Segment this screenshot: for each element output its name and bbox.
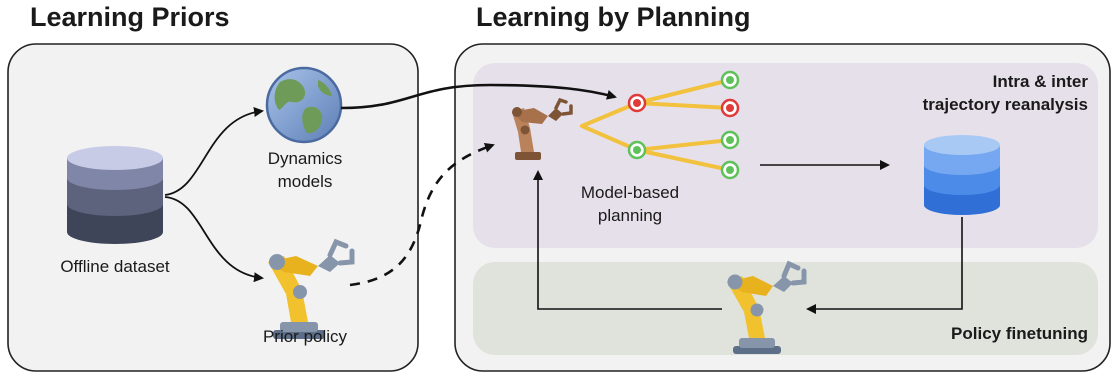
database-icon <box>67 146 163 244</box>
tree-node-green <box>720 70 740 90</box>
dynamics-to-planning-arrow <box>340 83 617 110</box>
reanalysis-line2: trajectory reanalysis <box>922 95 1088 114</box>
tree-node-red <box>627 93 647 113</box>
dataset-to-policy-arrow <box>164 196 264 283</box>
finetuning-to-robot-arrow <box>533 170 722 310</box>
tree-node-green <box>720 160 740 180</box>
blue-database-icon <box>924 135 1000 215</box>
globe-icon <box>265 66 343 144</box>
model-based-line2: planning <box>597 206 663 225</box>
finetuning-region <box>473 262 1098 355</box>
reanalysis-to-finetuning-arrow <box>806 217 963 314</box>
robot-arm-icon <box>268 238 355 339</box>
model-based-planning-label: Model-based planning <box>565 181 695 227</box>
tree-node-green <box>720 130 740 150</box>
dynamics-models-line1: Dynamics <box>267 149 343 168</box>
policy-finetuning-label: Policy finetuning <box>951 324 1088 343</box>
tree-node-red <box>720 98 740 118</box>
tree-nodes <box>627 70 740 180</box>
reanalysis-label: Intra & inter trajectory reanalysis <box>870 70 1088 116</box>
prior-policy-label: Prior policy <box>262 327 348 346</box>
reanalysis-line1: Intra & inter <box>992 72 1088 91</box>
dataset-to-dynamics-arrow <box>164 107 264 196</box>
planning-robot-icon <box>512 97 573 160</box>
learning-priors-title: Learning Priors <box>30 2 230 32</box>
planning-tree <box>580 78 732 172</box>
prior-policy-to-robot-arrow <box>349 142 495 287</box>
tree-node-green <box>627 140 647 160</box>
learning-by-planning-title: Learning by Planning <box>476 2 751 32</box>
dynamics-models-label: Dynamics models <box>250 147 360 193</box>
finetuned-robot-icon <box>727 260 807 354</box>
dynamics-models-line2: models <box>277 172 333 191</box>
model-based-line1: Model-based <box>580 183 680 202</box>
offline-dataset-label: Offline dataset <box>60 257 170 276</box>
